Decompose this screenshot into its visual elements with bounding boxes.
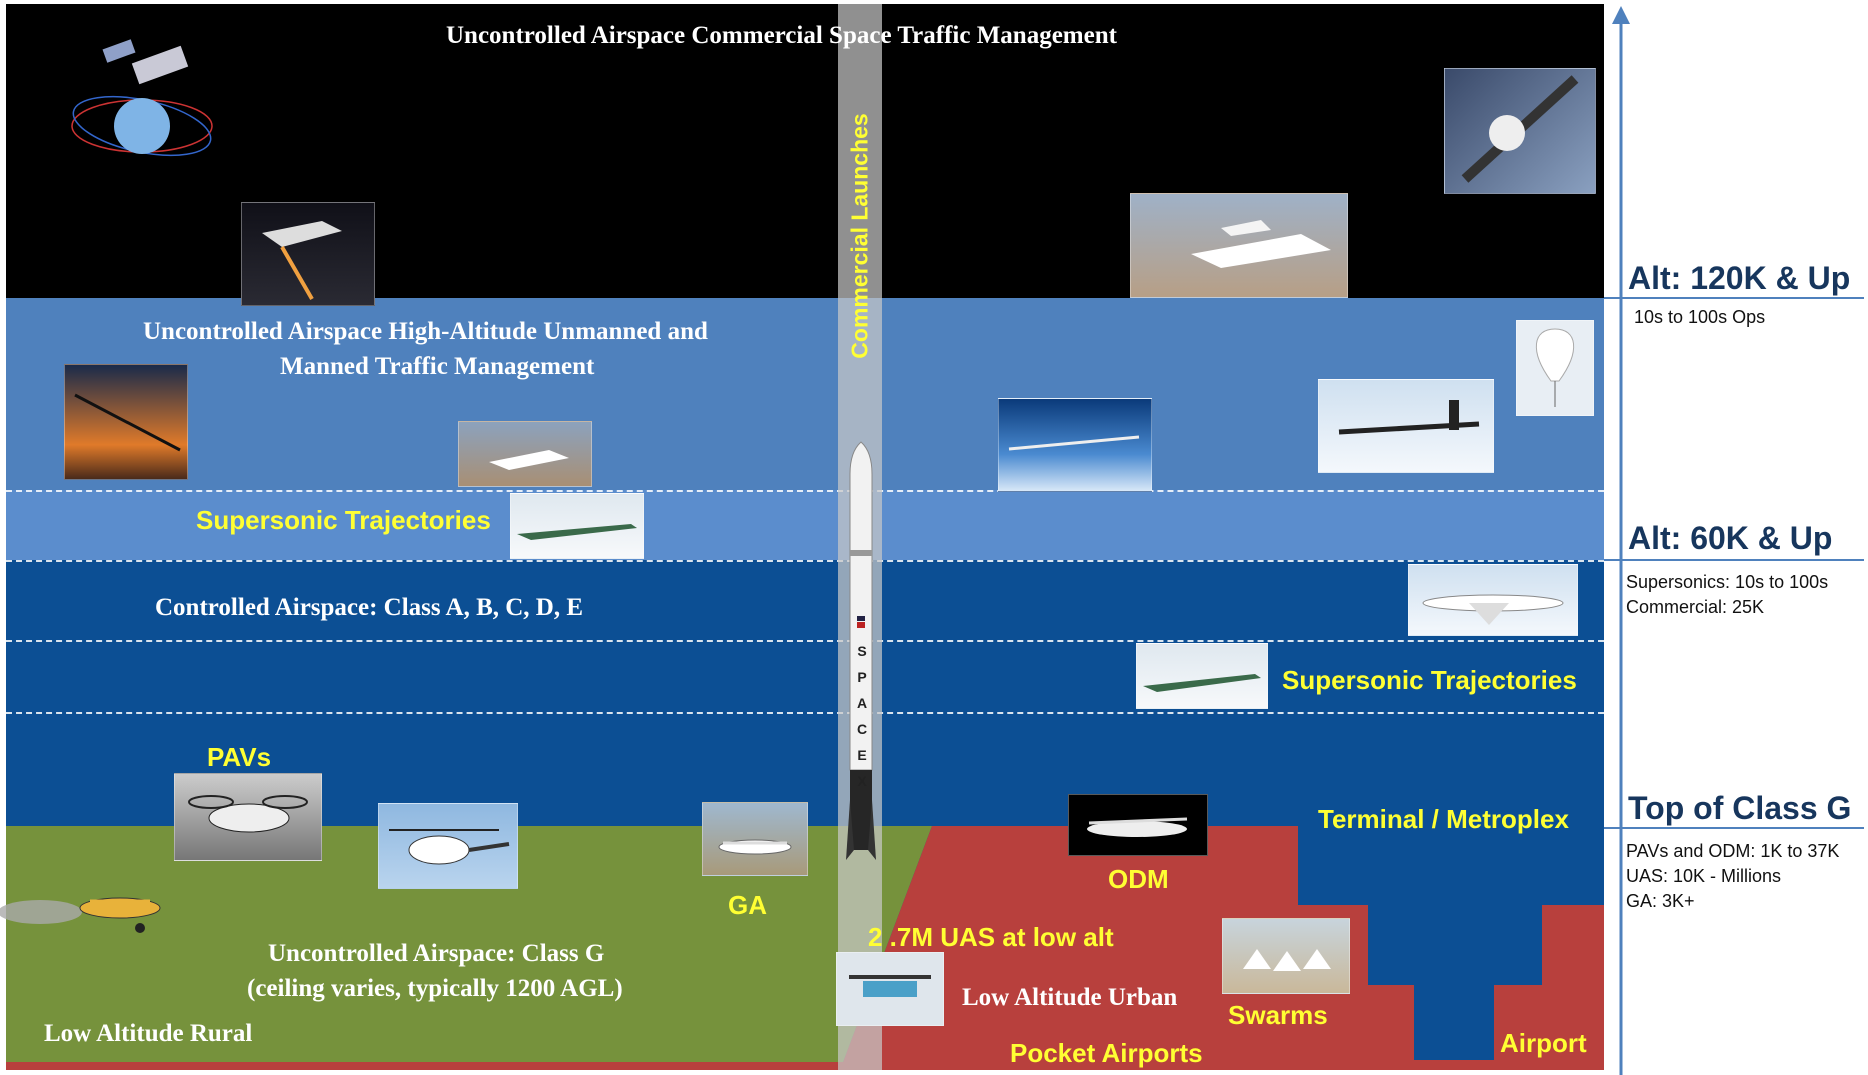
airport-label: Airport [1500, 1028, 1587, 1058]
high-alt-title-line1: Uncontrolled Airspace High-Altitude Unma… [143, 318, 708, 345]
class-g-title-line1: Uncontrolled Airspace: Class G [268, 940, 605, 967]
divider-controlled-1 [6, 640, 1604, 642]
low-alt-urban-label: Low Altitude Urban [962, 984, 1178, 1011]
ground-strip [6, 1062, 1604, 1070]
low-alt-rural-label: Low Altitude Rural [44, 1020, 253, 1047]
rocket-icon [846, 441, 876, 860]
altitude-desc-class-g-3: GA: 3K+ [1626, 891, 1695, 911]
divider-supersonic [6, 560, 1604, 562]
controlled-airspace-title: Controlled Airspace: Class A, B, C, D, E [155, 594, 584, 621]
ga-label: GA [728, 890, 767, 920]
ga-aircraft-icon [702, 802, 808, 876]
class-g-title-line2: (ceiling varies, typically 1200 AGL) [247, 975, 623, 1002]
pocket-airports-label: Pocket Airports [1010, 1038, 1203, 1068]
supersonic-jet-icon-right [1136, 643, 1268, 709]
odm-aircraft-icon [1068, 794, 1208, 856]
altitude-desc-60k-2: Commercial: 25K [1626, 597, 1765, 617]
altitude-level-class-g: Top of Class G [1628, 790, 1852, 826]
airliner-icon [1408, 564, 1578, 636]
divider-high-alt [6, 490, 1604, 492]
commercial-launches-label: Commercial Launches [846, 113, 873, 359]
space-band-title: Uncontrolled Airspace Commercial Space T… [446, 22, 1117, 49]
class-g-region [6, 826, 932, 1065]
supersonic-band-upper [6, 490, 1604, 560]
delivery-drone-icon [836, 952, 944, 1026]
drone-swarm-icon [1222, 918, 1350, 994]
uas-count-label: 2 .7M UAS at low alt [868, 922, 1114, 952]
swarms-label: Swarms [1228, 1000, 1328, 1030]
spaceplane-carrier-icon [1130, 193, 1348, 298]
satellite-constellation-icon [64, 34, 224, 164]
altitude-arrow-icon [1612, 6, 1630, 1075]
altitude-level-60k: Alt: 60K & Up [1628, 520, 1833, 556]
altitude-desc-class-g-2: UAS: 10K - Millions [1626, 866, 1782, 886]
solar-drone-icon [64, 364, 188, 480]
altitude-desc-120k: 10s to 100s Ops [1634, 307, 1766, 327]
spacex-label: SPACEX [856, 643, 868, 789]
odm-label: ODM [1108, 864, 1169, 894]
terminal-metroplex-label: Terminal / Metroplex [1318, 804, 1569, 834]
altitude-tick-60k [1604, 559, 1864, 561]
pav-icon [174, 773, 322, 861]
altitude-desc-class-g-1: PAVs and ODM: 1K to 37K [1626, 841, 1840, 861]
stratospheric-balloon-icon [1516, 320, 1594, 416]
altitude-desc-60k-1: Supersonics: 10s to 100s [1626, 572, 1829, 592]
spaceplane-glide-icon [458, 421, 592, 487]
urban-region [795, 826, 1604, 1070]
crop-duster-icon [0, 868, 180, 944]
high-alt-glider-icon [998, 398, 1152, 492]
u2-aircraft-icon [1318, 379, 1494, 473]
supersonic-right-label: Supersonic Trajectories [1282, 665, 1577, 695]
supersonic-jet-icon [510, 493, 644, 559]
helicopter-icon [378, 803, 518, 889]
supersonic-left-label: Supersonic Trajectories [196, 505, 491, 535]
divider-controlled-2 [6, 712, 1604, 714]
space-capsule-icon [1444, 68, 1596, 194]
high-alt-title-line2: Manned Traffic Management [280, 353, 595, 380]
altitude-tick-120k [1604, 297, 1864, 299]
pavs-label: PAVs [207, 742, 272, 772]
altitude-tick-class-g [1604, 827, 1864, 829]
altitude-level-120k: Alt: 120K & Up [1628, 260, 1851, 296]
spaceplane-launch-icon [241, 202, 375, 306]
